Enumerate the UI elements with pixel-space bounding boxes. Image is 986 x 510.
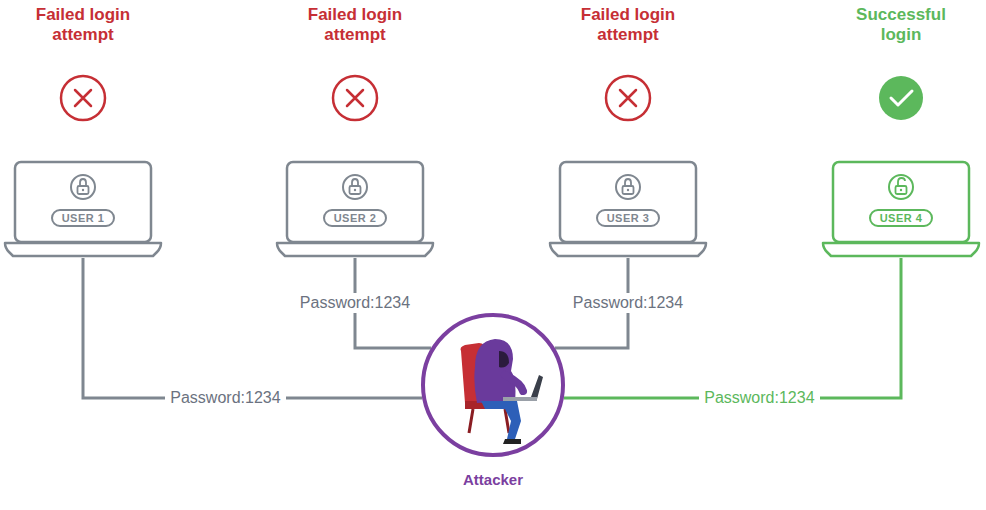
user-laptop: Failed login attemptUSER 2 — [275, 5, 435, 258]
user-tag: USER 4 — [869, 209, 934, 227]
edge-label: Password:1234 — [295, 293, 415, 313]
status-heading: Failed login attempt — [23, 5, 143, 45]
user-laptop: Failed login attemptUSER 1 — [3, 5, 163, 258]
edge-label: Password:1234 — [699, 388, 819, 408]
password-connector — [83, 258, 422, 398]
user-laptop: Successful loginUSER 4 — [821, 5, 981, 258]
user-tag: USER 2 — [323, 209, 388, 227]
status-heading: Failed login attempt — [295, 5, 415, 45]
attacker-illustration — [425, 317, 561, 453]
user-tag: USER 1 — [51, 209, 116, 227]
user-tag: USER 3 — [596, 209, 661, 227]
status-heading: Successful login — [841, 5, 961, 45]
user-laptop: Failed login attemptUSER 3 — [548, 5, 708, 258]
attacker-circle: Attacker — [421, 313, 565, 457]
edge-label: Password:1234 — [165, 388, 285, 408]
node-label: Attacker — [425, 471, 561, 488]
status-heading: Failed login attempt — [568, 5, 688, 45]
edge-label: Password:1234 — [568, 293, 688, 313]
password-connector — [564, 258, 901, 398]
